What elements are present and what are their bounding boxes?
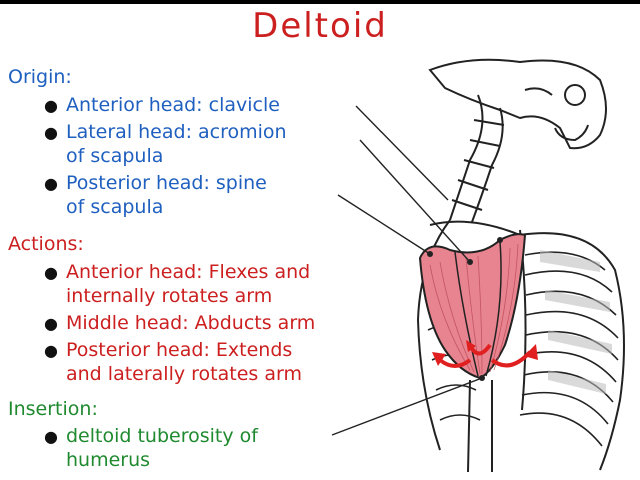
insertion-heading: Insertion:: [8, 398, 98, 420]
clavicle: [429, 220, 521, 236]
origin-item-anterior: ●Anterior head: clavicle: [44, 94, 280, 116]
top-border: [0, 0, 640, 4]
skull-icon: [428, 58, 607, 150]
deltoid-muscle: [418, 233, 527, 381]
bullet-icon: ●: [44, 263, 58, 282]
origin-heading: Origin:: [8, 66, 72, 88]
origin-list: ●Anterior head: clavicle ●Lateral head: …: [0, 93, 287, 222]
bullet-icon: ●: [44, 123, 58, 142]
bullet-icon: ●: [44, 314, 58, 333]
humerus: [467, 379, 493, 473]
leader-lines: [331, 105, 483, 436]
action-item-middle: ●Middle head: Abducts arm: [44, 312, 316, 334]
bullet-icon: ●: [44, 341, 58, 360]
bullet-icon: ●: [44, 96, 58, 115]
bullet-icon: ●: [44, 174, 58, 193]
page-title: Deltoid: [252, 6, 388, 46]
bullet-icon: ●: [44, 427, 58, 446]
arrow-heads: [432, 340, 538, 366]
actions-heading: Actions:: [8, 233, 84, 255]
